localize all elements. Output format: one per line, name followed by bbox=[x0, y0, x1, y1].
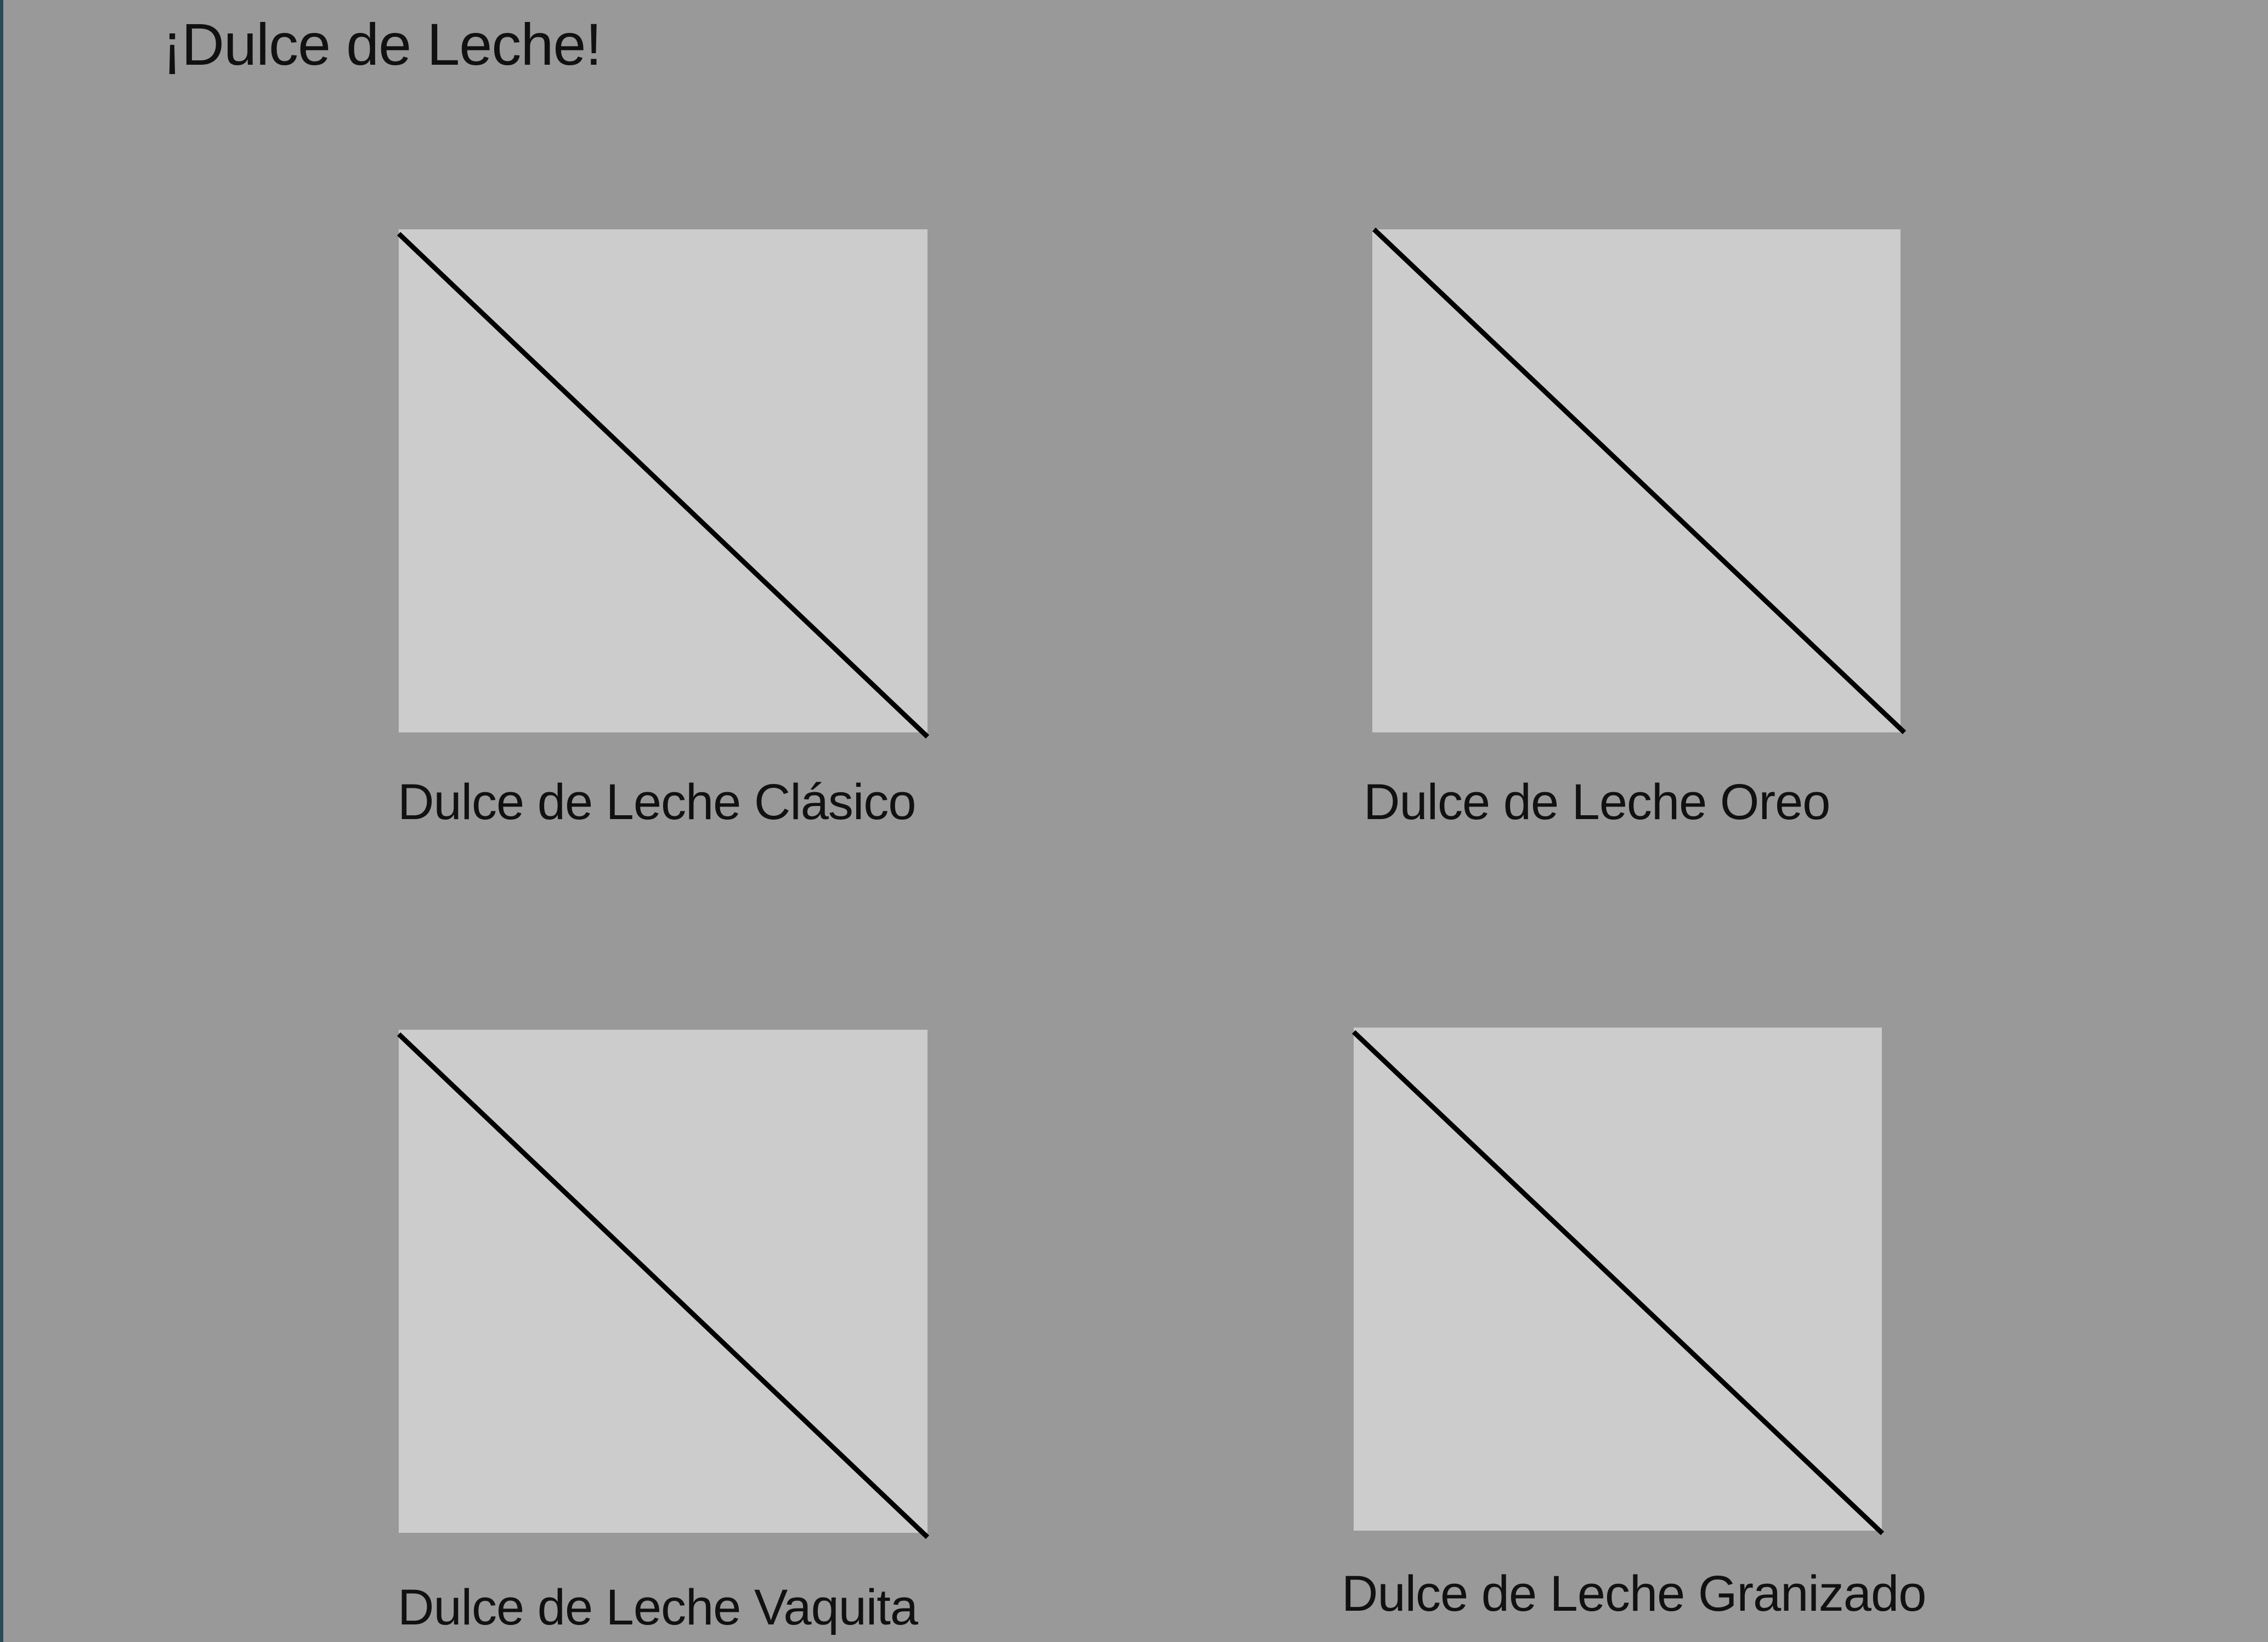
image-placeholder-icon[interactable] bbox=[1351, 1028, 1885, 1536]
placeholder-diagonal-line bbox=[1372, 227, 1907, 735]
image-placeholder-icon[interactable] bbox=[1372, 227, 1907, 735]
left-edge-border bbox=[0, 0, 3, 1642]
product-card-clasico[interactable]: Dulce de Leche Clásico bbox=[0, 0, 930, 830]
product-name[interactable]: Dulce de Leche Oreo bbox=[1364, 774, 1830, 830]
product-name[interactable]: Dulce de Leche Vaquita bbox=[398, 1579, 918, 1635]
product-card-granizado[interactable]: Dulce de Leche Granizado bbox=[0, 0, 1926, 1622]
image-placeholder-icon[interactable] bbox=[397, 229, 930, 739]
placeholder-diagonal-line bbox=[397, 1032, 930, 1539]
placeholder-diagonal-line bbox=[397, 232, 930, 739]
product-name[interactable]: Dulce de Leche Clásico bbox=[398, 774, 917, 830]
product-card-vaquita[interactable]: Dulce de Leche Vaquita bbox=[0, 0, 930, 1635]
product-card-oreo[interactable]: Dulce de Leche Oreo bbox=[0, 0, 1907, 830]
product-name[interactable]: Dulce de Leche Granizado bbox=[1342, 1566, 1926, 1622]
placeholder-diagonal-line bbox=[1351, 1030, 1885, 1536]
image-placeholder-icon[interactable] bbox=[397, 1030, 930, 1539]
page-title: ¡Dulce de Leche! bbox=[162, 11, 602, 77]
